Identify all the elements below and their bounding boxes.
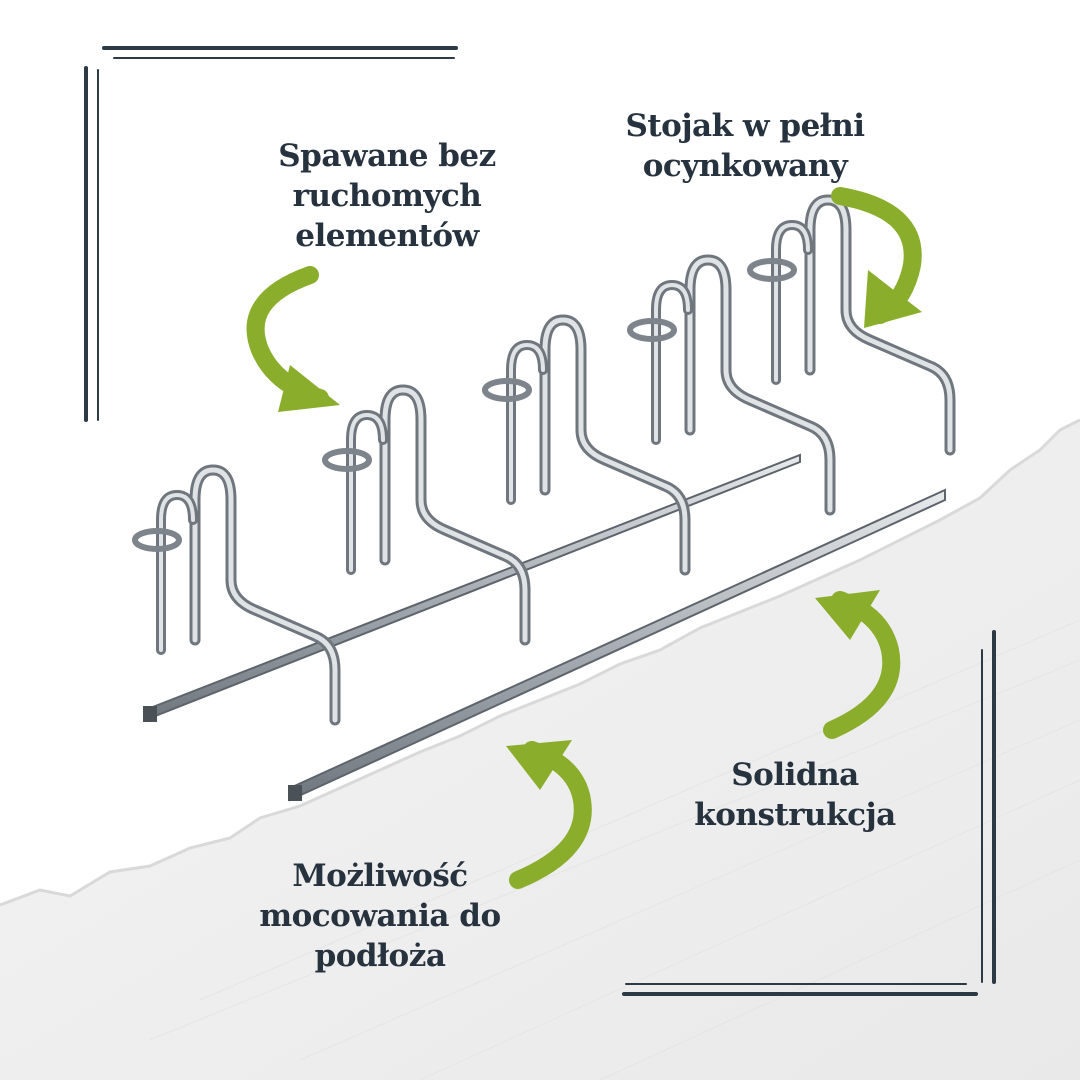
feature-label-mounting: Możliwość mocowania do podłoża bbox=[250, 856, 510, 976]
feature-text-line: ocynkowany bbox=[642, 148, 848, 184]
feature-text-line: Solidna bbox=[731, 757, 859, 793]
feature-label-welded: Spawane bez ruchomych elementów bbox=[262, 136, 512, 256]
feature-text-line: podłoża bbox=[314, 938, 446, 974]
feature-text-line: konstrukcja bbox=[694, 797, 896, 833]
feature-text-line: Stojak w pełni bbox=[625, 108, 865, 144]
feature-label-solid: Solidna konstrukcja bbox=[680, 755, 910, 835]
feature-text-line: mocowania do bbox=[259, 898, 501, 934]
curved-arrow-down-right-icon bbox=[246, 266, 340, 412]
feature-label-galvanized: Stojak w pełni ocynkowany bbox=[610, 106, 880, 186]
feature-text-line: ruchomych bbox=[292, 178, 482, 214]
curved-arrow-down-left-icon bbox=[831, 187, 922, 328]
feature-text-line: elementów bbox=[295, 218, 479, 254]
curved-arrow-up-left-icon bbox=[506, 740, 592, 889]
curved-arrow-up-left-icon bbox=[815, 590, 901, 739]
feature-text-line: Spawane bez bbox=[278, 138, 496, 174]
feature-text-line: Możliwość bbox=[292, 858, 468, 894]
